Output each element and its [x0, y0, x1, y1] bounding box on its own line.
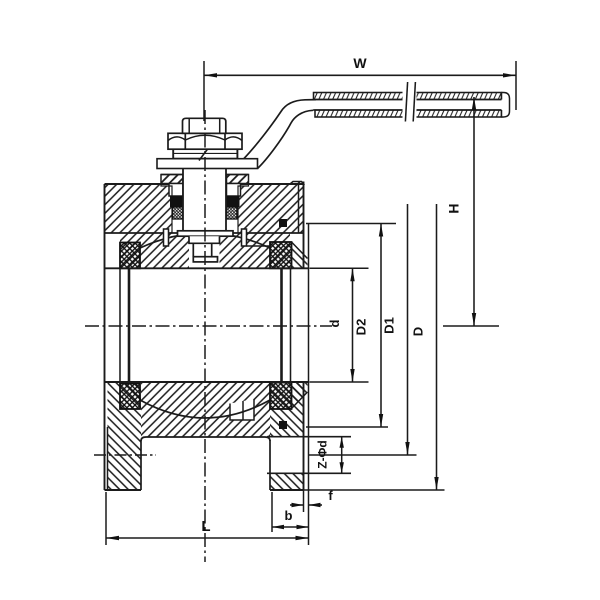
svg-text:H: H	[446, 203, 462, 213]
svg-text:Z-Φd: Z-Φd	[316, 440, 330, 469]
svg-text:D: D	[411, 327, 426, 336]
svg-text:d: d	[327, 319, 342, 327]
svg-text:D2: D2	[354, 319, 369, 336]
svg-text:W: W	[353, 55, 367, 71]
svg-text:D1: D1	[382, 317, 397, 334]
svg-text:f: f	[328, 488, 333, 503]
svg-text:b: b	[285, 508, 293, 523]
svg-text:L: L	[201, 518, 210, 535]
